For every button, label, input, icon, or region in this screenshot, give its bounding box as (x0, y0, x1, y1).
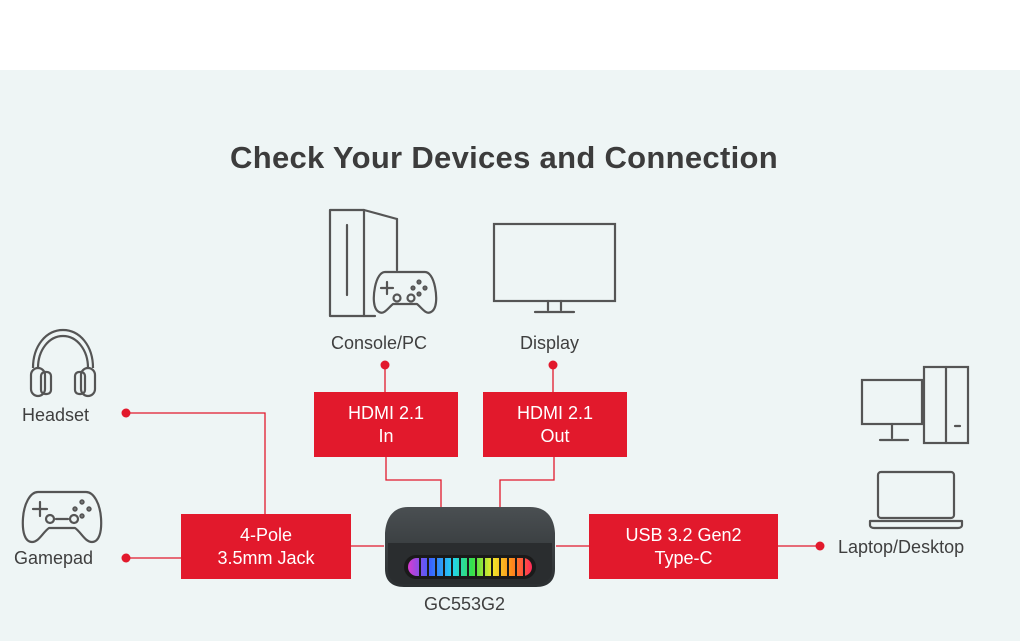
audio-jack-box: 4-Pole 3.5mm Jack (181, 514, 351, 579)
laptop-icon (868, 470, 964, 530)
console-dot (380, 360, 390, 370)
gamepad-dot (121, 553, 131, 563)
monitor-icon (492, 222, 617, 314)
usb-box: USB 3.2 Gen2 Type-C (589, 514, 778, 579)
hdmi-in-device-line (385, 457, 442, 507)
usb-line1: USB 3.2 Gen2 (625, 524, 742, 545)
display-dot (548, 360, 558, 370)
laptop-dot (815, 541, 825, 551)
laptop-desktop-label: Laptop/Desktop (838, 537, 965, 557)
audio-jack-line1: 4-Pole (239, 524, 293, 545)
hdmi-in-box: HDMI 2.1 In (314, 392, 458, 457)
headset-jack-line (126, 412, 266, 514)
hdmi-out-box: HDMI 2.1 Out (483, 392, 627, 457)
desktop-pc-icon (860, 365, 970, 445)
hdmi-in-line1: HDMI 2.1 (347, 402, 425, 423)
gamepad-label: Gamepad (14, 548, 94, 568)
top-header-band (0, 0, 1020, 70)
hdmi-in-line2: In (378, 425, 394, 446)
gamepad-icon (21, 490, 103, 544)
audio-jack-line2: 3.5mm Jack (217, 547, 315, 568)
hdmi-out-line2: Out (540, 425, 570, 446)
usb-line2: Type-C (654, 547, 713, 568)
capture-card-device (385, 507, 555, 587)
headset-label: Headset (22, 405, 90, 425)
headset-dot (121, 408, 131, 418)
display-label: Display (520, 333, 580, 353)
page-title: Check Your Devices and Connection (230, 140, 778, 175)
console-pc-label: Console/PC (331, 333, 428, 353)
console-tower-icon (328, 208, 438, 318)
headset-icon (29, 328, 97, 398)
hdmi-out-device-line (499, 457, 555, 507)
capture-card-label: GC553G2 (424, 594, 506, 614)
hdmi-out-line1: HDMI 2.1 (516, 402, 594, 423)
